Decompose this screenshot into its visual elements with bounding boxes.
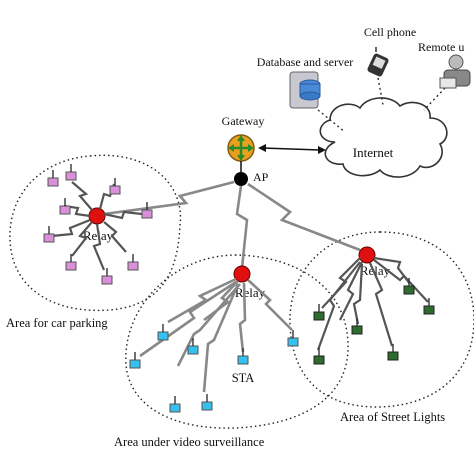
sta-device-icon [403,278,415,295]
sta-device-icon [313,304,325,321]
sta-device-icon [201,394,213,411]
video-sta-group [129,324,299,413]
lights-sta-group [313,278,435,365]
ap-relay-center-link [235,185,249,269]
sta-device-icon [129,352,141,369]
cell-phone-icon [367,47,389,77]
sta-device-icon [237,348,249,365]
area-video-surveillance-label: Area under video surveillance [114,435,265,449]
parking-sta-group [43,164,153,285]
sta-device-icon [423,298,435,315]
area-street-lights-label: Area of Street Lights [340,410,445,424]
area-car-parking-boundary [9,154,182,312]
internet-label: Internet [353,145,394,160]
sta-device-icon [387,344,399,361]
sta-device-icon [313,348,325,365]
sta-device-icon [127,254,139,271]
area-car-parking-label: Area for car parking [6,316,108,330]
relay-center-node [233,265,251,283]
area-street-lights-boundary [289,231,474,408]
gateway-label: Gateway [222,114,265,128]
server-internet-link [317,109,346,133]
parking-links [51,181,143,271]
database-server-label: Database and server [257,55,354,69]
ap-label: AP [253,170,269,184]
internet-cloud [319,97,448,178]
arrowhead-right-icon [318,146,326,154]
sta-device-icon [187,338,199,355]
sta-device-icon [101,268,113,285]
lights-links [316,256,429,351]
sta-device-icon [169,396,181,413]
sta-device-icon [59,198,71,215]
arrowhead-left-icon [258,144,266,152]
sta-label: STA [232,371,255,385]
sta-device-icon [43,226,55,243]
sta-device-icon [287,330,299,347]
ap-relay-right-link [247,182,361,252]
ap-node [234,172,248,186]
gateway-icon [227,134,255,162]
sta-device-icon [47,170,59,187]
remote-user-label: Remote u [418,40,464,54]
database-server-icon [289,71,321,109]
sta-device-icon [141,202,153,219]
sta-device-icon [65,164,77,181]
sta-device-icon [351,318,363,335]
sta-device-icon [109,178,121,195]
relay-right-node [358,246,376,264]
remote-user-icon [439,54,471,89]
sta-device-icon [157,324,169,341]
ap-relay-left-link [103,180,235,216]
cell-phone-label: Cell phone [364,25,416,39]
sta-device-icon [65,254,77,271]
user-internet-link [423,87,446,111]
gateway-internet-link [261,147,321,151]
